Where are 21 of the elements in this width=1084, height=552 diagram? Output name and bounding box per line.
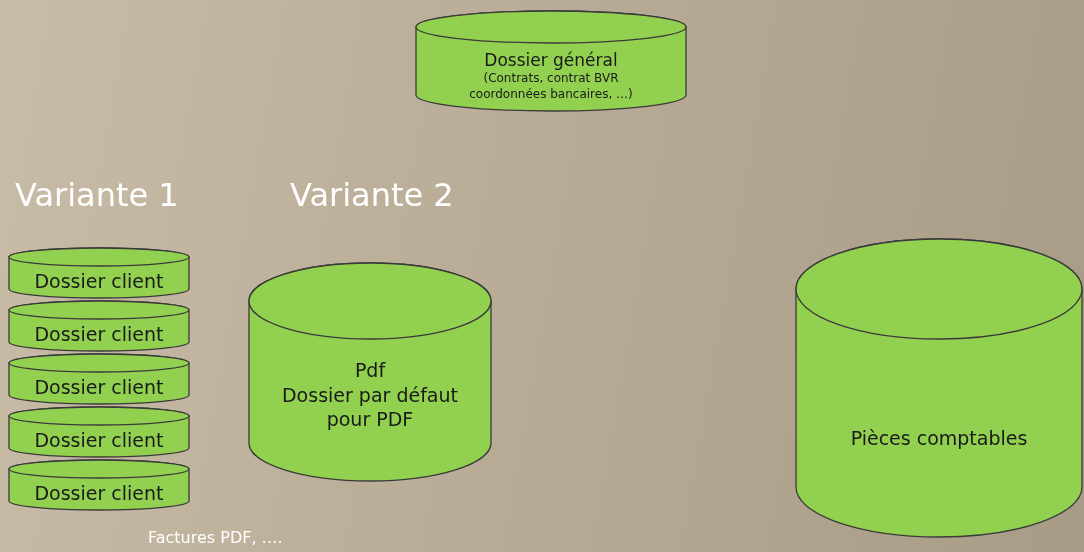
database-cylinder <box>8 459 190 511</box>
note-text: Factures PDF, …. <box>148 528 283 547</box>
database-cylinder <box>795 238 1083 538</box>
section-heading: Variante 2 <box>290 176 454 214</box>
node-title: Dossier client <box>34 374 164 400</box>
database-cylinder <box>8 406 190 458</box>
node-title: Dossier client <box>34 427 164 453</box>
database-cylinder <box>8 247 190 299</box>
node-title: Pièces comptables <box>850 425 1028 451</box>
database-cylinder <box>248 262 492 482</box>
node-title: Dossier client <box>34 321 164 347</box>
node-title: Dossier client <box>34 268 164 294</box>
section-heading: Variante 1 <box>15 176 179 214</box>
node-description: Dossier par défaut pour PDF <box>281 382 459 433</box>
node-title: Dossier général <box>484 49 618 72</box>
node-title: Dossier client <box>34 480 164 506</box>
database-cylinder <box>8 300 190 352</box>
node-title: Pdf <box>354 357 386 383</box>
database-cylinder <box>8 353 190 405</box>
database-cylinder <box>415 10 687 112</box>
node-description: (Contrats, contrat BVR coordonnées bancaires, …) <box>468 71 634 103</box>
